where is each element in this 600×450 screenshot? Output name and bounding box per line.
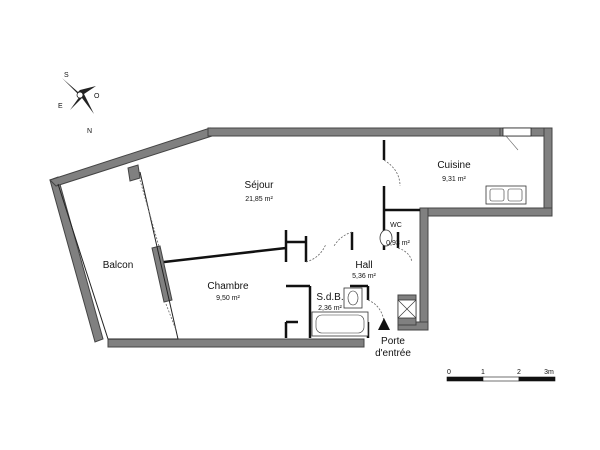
bathtub-icon (311, 311, 369, 337)
scale-bar: 0 1 2 3m (446, 369, 556, 382)
washbasin-icon (343, 287, 363, 309)
room-area-hall: 5,36 m² (352, 273, 376, 280)
compass-rose: N S E O (58, 72, 100, 135)
doors (305, 159, 413, 323)
scale-tick-1: 1 (481, 369, 485, 376)
room-area-wc: 0,93 m² (386, 240, 410, 247)
room-name-chambre: Chambre (207, 281, 249, 292)
room-name-sdb: S.d.B. (316, 292, 343, 303)
room-area-sdb: 2,36 m² (318, 305, 342, 312)
room-area-sejour: 21,85 m² (245, 196, 273, 203)
kitchen-sink-icon (485, 185, 527, 205)
compass-star-icon (62, 78, 96, 114)
entrance-label-line2: d'entrée (375, 348, 411, 359)
scale-tick-0: 0 (447, 369, 451, 376)
compass-west: O (94, 93, 100, 100)
room-name-balcon: Balcon (103, 260, 134, 271)
room-name-hall: Hall (355, 260, 372, 271)
room-name-wc: WC (390, 222, 402, 229)
compass-east: E (58, 103, 63, 110)
toilet-icon (379, 229, 393, 247)
room-name-cuisine: Cuisine (437, 160, 471, 171)
room-name-sejour: Séjour (245, 180, 275, 191)
scale-tick-3: 3m (544, 369, 554, 376)
compass-north: N (87, 128, 92, 135)
compass-south: S (64, 72, 69, 79)
entrance-label-line1: Porte (381, 336, 405, 347)
entrance-arrow-icon (378, 318, 390, 330)
outer-walls (49, 127, 553, 348)
hall-cupboard-icon (397, 299, 417, 319)
balcony-outline (57, 171, 179, 340)
room-area-chambre: 9,50 m² (216, 295, 240, 302)
scale-tick-2: 2 (517, 369, 521, 376)
kitchen-window (502, 127, 532, 137)
room-area-cuisine: 9,31 m² (442, 176, 466, 183)
